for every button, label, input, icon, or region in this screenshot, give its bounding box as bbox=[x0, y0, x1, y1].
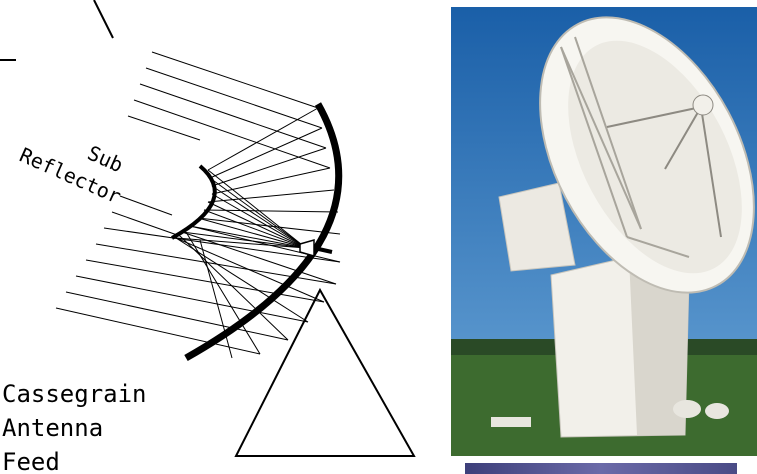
cassegrain-diagram: Sub Reflector Cassegrain Antenna Feed bbox=[0, 0, 450, 474]
feed-horn bbox=[300, 240, 314, 256]
feed-label: Feed bbox=[2, 448, 60, 474]
support-triangle bbox=[236, 290, 414, 456]
telescope-photo bbox=[451, 7, 757, 456]
corner-line-diagonal bbox=[94, 0, 113, 38]
bottom-image-strip bbox=[465, 463, 737, 474]
cassegrain-label: Cassegrain bbox=[2, 380, 147, 408]
incoming-rays bbox=[56, 52, 340, 354]
subreflector bbox=[693, 95, 713, 115]
antenna-label: Antenna bbox=[2, 414, 103, 442]
reflected-rays bbox=[176, 108, 340, 358]
